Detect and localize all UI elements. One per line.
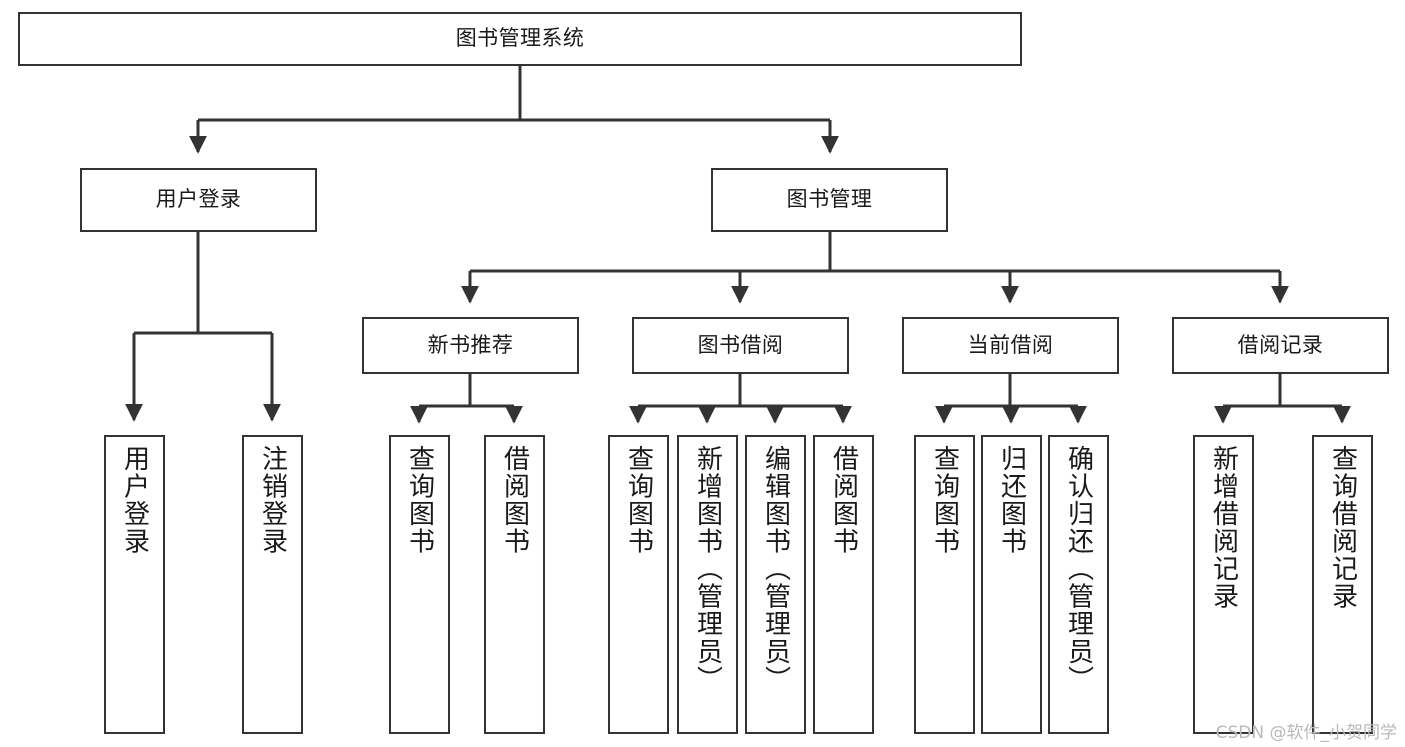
leaf-book-borrow-2-label: 新增图书（管理员） bbox=[692, 445, 723, 694]
node-book-manage[interactable]: 图书管理 bbox=[711, 168, 948, 232]
leaf-new-book-1-label: 查询图书 bbox=[404, 445, 435, 556]
leaf-new-book-2[interactable]: 借阅图书 bbox=[484, 435, 545, 734]
leaf-current-borrow-3[interactable]: 确认归还（管理员） bbox=[1048, 435, 1109, 734]
node-user-login[interactable]: 用户登录 bbox=[80, 168, 317, 232]
leaf-book-borrow-2[interactable]: 新增图书（管理员） bbox=[677, 435, 738, 734]
leaf-user-login-1-label: 用户登录 bbox=[119, 445, 150, 556]
leaf-new-book-1[interactable]: 查询图书 bbox=[389, 435, 450, 734]
leaf-current-borrow-2[interactable]: 归还图书 bbox=[981, 435, 1042, 734]
node-book-borrow[interactable]: 图书借阅 bbox=[632, 317, 849, 374]
node-book-borrow-label: 图书借阅 bbox=[697, 332, 784, 357]
leaf-borrow-record-1[interactable]: 新增借阅记录 bbox=[1193, 435, 1254, 734]
csdn-watermark: CSDN @软件_小贺同学 bbox=[1215, 723, 1397, 743]
leaf-book-borrow-4[interactable]: 借阅图书 bbox=[813, 435, 874, 734]
node-borrow-record[interactable]: 借阅记录 bbox=[1172, 317, 1389, 374]
node-root-label: 图书管理系统 bbox=[455, 26, 585, 51]
leaf-book-borrow-1-label: 查询图书 bbox=[623, 445, 654, 556]
leaf-current-borrow-1-label: 查询图书 bbox=[929, 445, 960, 556]
leaf-user-login-2-label: 注销登录 bbox=[257, 445, 288, 556]
node-user-login-label: 用户登录 bbox=[155, 187, 242, 212]
node-borrow-record-label: 借阅记录 bbox=[1237, 332, 1324, 357]
leaf-user-login-1[interactable]: 用户登录 bbox=[104, 435, 165, 734]
leaf-new-book-2-label: 借阅图书 bbox=[499, 445, 530, 556]
node-current-borrow[interactable]: 当前借阅 bbox=[902, 317, 1119, 374]
leaf-borrow-record-2-label: 查询借阅记录 bbox=[1327, 445, 1358, 611]
leaf-book-borrow-1[interactable]: 查询图书 bbox=[608, 435, 669, 734]
node-book-manage-label: 图书管理 bbox=[786, 187, 873, 212]
node-new-book-recommend[interactable]: 新书推荐 bbox=[362, 317, 579, 374]
leaf-book-borrow-4-label: 借阅图书 bbox=[828, 445, 859, 556]
leaf-borrow-record-2[interactable]: 查询借阅记录 bbox=[1312, 435, 1373, 734]
leaf-book-borrow-3[interactable]: 编辑图书（管理员） bbox=[745, 435, 806, 734]
leaf-user-login-2[interactable]: 注销登录 bbox=[242, 435, 303, 734]
node-root[interactable]: 图书管理系统 bbox=[18, 12, 1022, 66]
node-new-book-recommend-label: 新书推荐 bbox=[427, 332, 514, 357]
node-current-borrow-label: 当前借阅 bbox=[967, 332, 1054, 357]
leaf-current-borrow-2-label: 归还图书 bbox=[996, 445, 1027, 556]
leaf-book-borrow-3-label: 编辑图书（管理员） bbox=[760, 445, 791, 694]
leaf-current-borrow-3-label: 确认归还（管理员） bbox=[1063, 445, 1094, 694]
leaf-borrow-record-1-label: 新增借阅记录 bbox=[1208, 445, 1239, 611]
leaf-current-borrow-1[interactable]: 查询图书 bbox=[914, 435, 975, 734]
